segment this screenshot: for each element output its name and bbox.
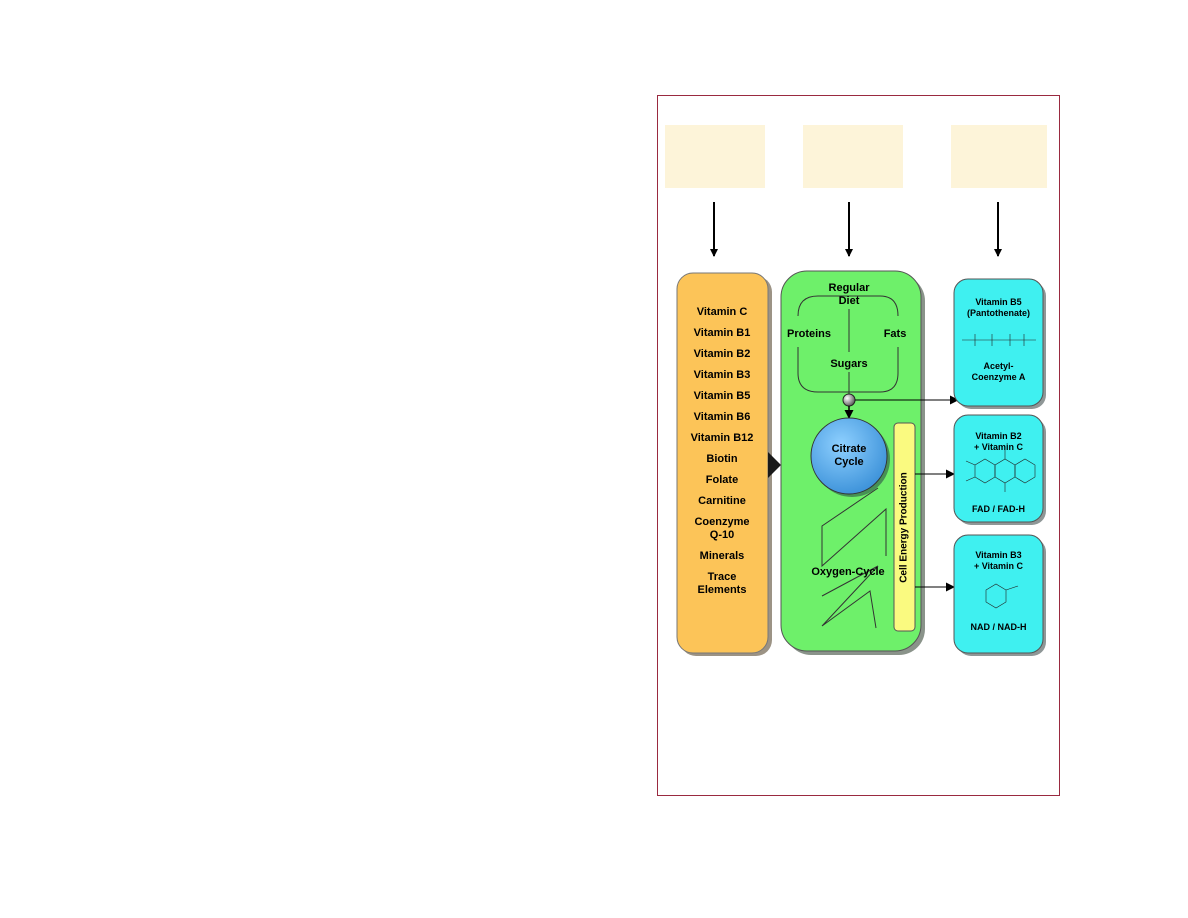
vitamin-item: Carnitine <box>698 495 746 507</box>
header-box-right <box>951 125 1047 188</box>
b5-bottom: Acetyl- Coenzyme A <box>971 361 1026 382</box>
fats-label: Fats <box>883 328 907 340</box>
vitamin-item: Vitamin B6 <box>693 411 751 423</box>
vitamin-item: Vitamin B3 <box>693 369 751 381</box>
coenzyme-box-b3 <box>953 534 1044 654</box>
coenzyme-box-b5 <box>953 278 1044 407</box>
vitamin-list: Vitamin C Vitamin B1 Vitamin B2 Vitamin B3 V… <box>676 306 768 605</box>
vitamin-item: Folate <box>705 474 739 486</box>
vitamin-item: Vitamin B1 <box>693 327 751 339</box>
b2-title: Vitamin B2 + Vitamin C <box>973 431 1024 452</box>
zigzag-upper <box>821 487 887 568</box>
vitamin-item: Vitamin C <box>696 306 748 318</box>
diagram-frame <box>657 95 1060 796</box>
citrate-cycle-label: Citrate Cycle <box>831 443 867 468</box>
cell-energy-label: Cell Energy Production <box>898 472 910 583</box>
header-box-left <box>665 125 765 188</box>
vitamin-item: Vitamin B2 <box>693 348 751 360</box>
nicotinamide-structure-icon <box>985 583 1019 609</box>
header-box-center <box>803 125 903 188</box>
citrate-cycle-circle <box>810 417 888 495</box>
regular-diet-label: Regular Diet <box>828 282 870 307</box>
b3-bottom: NAD / NAD-H <box>970 622 1027 632</box>
vitamin-item: Minerals <box>699 550 745 562</box>
cell-energy-bar <box>893 422 916 632</box>
proteins-label: Proteins <box>786 328 831 340</box>
junction-ball <box>842 393 856 407</box>
diet-bracket-top <box>797 295 899 317</box>
zigzag-lower <box>821 565 879 629</box>
vitamin-item: Vitamin B5 <box>693 390 751 402</box>
sugars-label: Sugars <box>830 358 868 370</box>
vitamin-item: Trace Elements <box>697 571 747 596</box>
coenzyme-box-b2 <box>953 414 1044 523</box>
b3-title: Vitamin B3 + Vitamin C <box>973 550 1024 571</box>
vitamin-item: Vitamin B12 <box>690 432 754 444</box>
flavin-structure-icon <box>965 450 1036 492</box>
pantothenate-structure-icon <box>962 334 1036 346</box>
connector-arrow <box>768 452 781 478</box>
oxygen-cycle-label: Oxygen-Cycle <box>811 566 885 578</box>
b2-bottom: FAD / FAD-H <box>972 504 1025 514</box>
vitamin-item: Coenzyme Q-10 <box>694 516 750 541</box>
vitamin-item: Biotin <box>706 453 738 465</box>
b5-title: Vitamin B5 (Pantothenate) <box>967 297 1030 318</box>
